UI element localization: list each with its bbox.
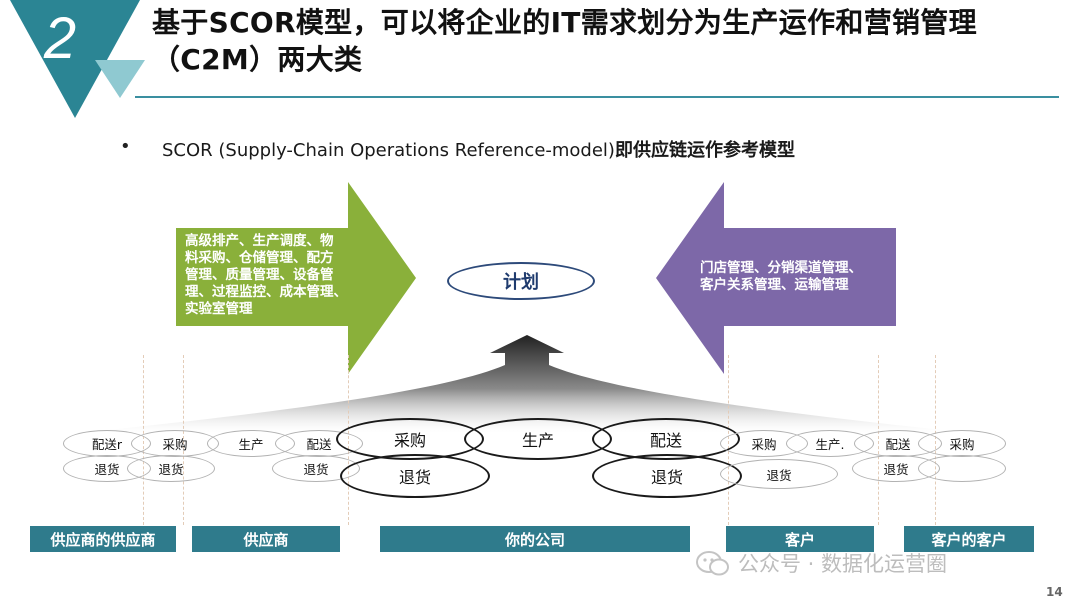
entity-supplier: 供应商 xyxy=(192,526,340,552)
entity-your-company: 你的公司 xyxy=(380,526,690,552)
production-ops-text: 高级排产、生产调度、物 料采购、仓储管理、配方 管理、质量管理、设备管 理、过程… xyxy=(185,233,375,318)
slide-title: 基于SCOR模型，可以将企业的IT需求划分为生产运作和营销管理（C2M）两大类 xyxy=(152,6,977,76)
plan-oval: 计划 xyxy=(447,262,595,300)
entity-customer: 客户 xyxy=(726,526,874,552)
scor-definition-zh: 即供应链运作参考模型 xyxy=(614,140,795,161)
production-ops-line: 管理、质量管理、设备管 xyxy=(185,267,334,283)
process-oval-return: 退货 xyxy=(127,455,215,482)
badge-triangle xyxy=(10,0,140,118)
wechat-icon xyxy=(696,551,729,576)
scor-definition: SCOR (Supply-Chain Operations Reference-… xyxy=(162,136,795,162)
process-oval-source: 采购 xyxy=(918,430,1006,457)
watermark-text: 公众号 · 数据化运营圈 xyxy=(738,552,948,576)
marketing-arrow xyxy=(656,182,896,374)
scor-definition-en: SCOR (Supply-Chain Operations Reference-… xyxy=(162,140,615,161)
page-number: 14 xyxy=(1046,585,1063,599)
process-oval-return: 退货 xyxy=(720,459,838,489)
title-divider xyxy=(135,96,1059,98)
entity-suppliers-supplier: 供应商的供应商 xyxy=(30,526,176,552)
production-ops-line: 高级排产、生产调度、物 xyxy=(185,233,334,249)
marketing-mgmt-line: 客户关系管理、运输管理 xyxy=(700,277,849,293)
marketing-mgmt-line: 门店管理、分销渠道管理、 xyxy=(700,260,862,276)
company-oval-make: 生产 xyxy=(464,418,612,460)
company-oval-return: 退货 xyxy=(592,454,742,498)
process-oval-source: 采购 xyxy=(131,430,219,457)
production-ops-line: 料采购、仓储管理、配方 xyxy=(185,250,334,266)
marketing-mgmt-text: 门店管理、分销渠道管理、 客户关系管理、运输管理 xyxy=(700,260,890,294)
bullet-marker: • xyxy=(120,136,131,157)
entity-customers-customer: 客户的客户 xyxy=(904,526,1034,552)
slide-number: 2 xyxy=(43,6,76,71)
production-ops-line: 实验室管理 xyxy=(185,301,253,317)
production-ops-line: 理、过程监控、成本管理、 xyxy=(185,284,347,300)
slide-number-badge: 2 xyxy=(10,0,145,118)
production-arrow xyxy=(176,182,416,374)
badge-accent-triangle xyxy=(95,60,145,98)
process-oval-return xyxy=(918,455,1006,482)
company-oval-return: 退货 xyxy=(340,454,490,498)
plan-convergence-arrow xyxy=(80,335,970,433)
